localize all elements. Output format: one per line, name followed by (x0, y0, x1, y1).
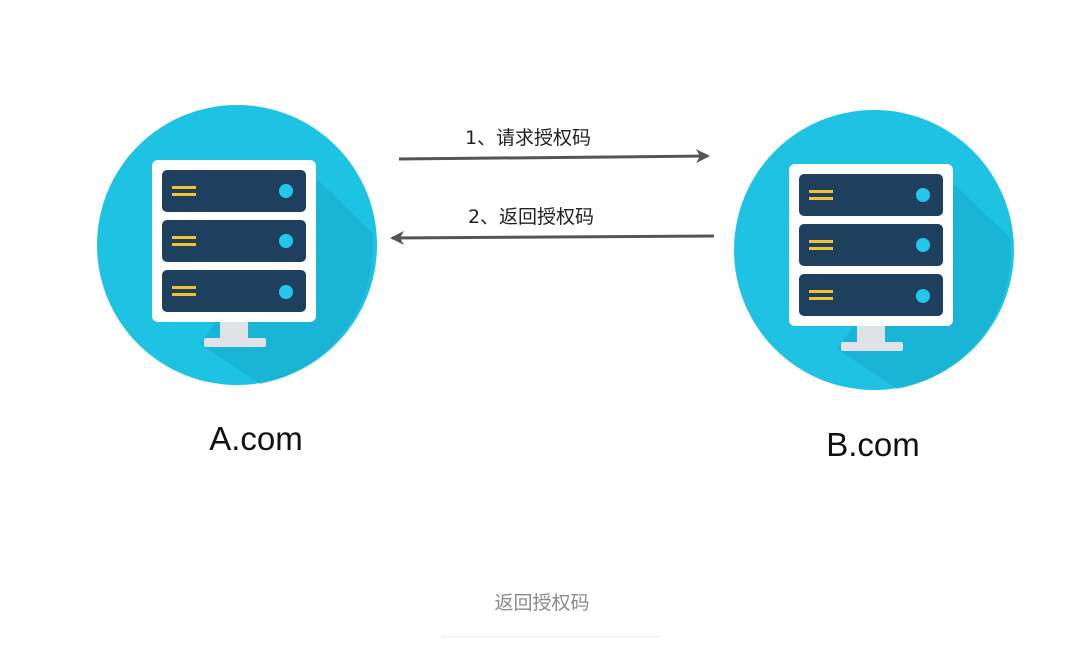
server-a-label: A.com (209, 420, 303, 457)
server-node-a: A.com (97, 105, 377, 457)
server-monitor-icon (152, 160, 316, 347)
edge-request-label: 1、请求授权码 (465, 127, 591, 149)
edge-request: 1、请求授权码 (398, 127, 710, 164)
server-node-b: B.com (734, 110, 1014, 463)
edge-response: 2、返回授权码 (390, 206, 715, 245)
arrow-response (390, 230, 715, 245)
server-b-label: B.com (826, 426, 920, 463)
arrow-request (398, 149, 710, 164)
edge-response-label: 2、返回授权码 (468, 206, 594, 228)
server-monitor-icon (789, 164, 953, 351)
caption-divider (442, 636, 660, 637)
figure-caption: 返回授权码 (494, 592, 590, 614)
